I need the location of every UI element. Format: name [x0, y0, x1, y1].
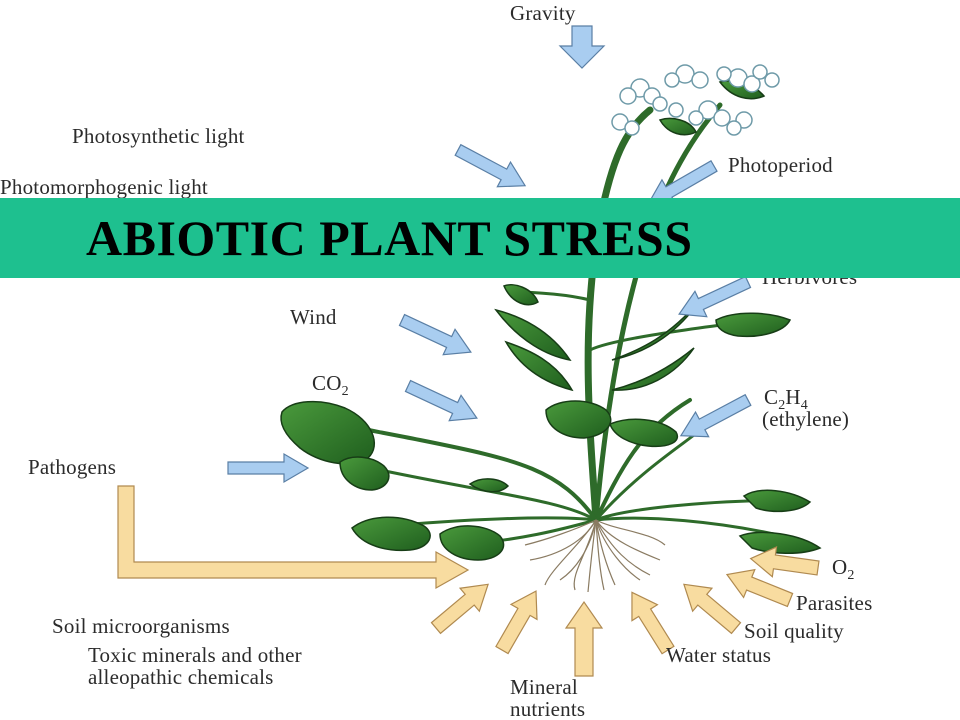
- label-soil-quality: Soil quality: [744, 619, 844, 643]
- soil-microorganisms-arrow: [430, 583, 489, 635]
- label-c2h4-h: H: [785, 385, 800, 409]
- label-photoperiod: Photoperiod: [728, 153, 833, 177]
- leaf: [439, 525, 505, 561]
- leaf: [280, 400, 376, 465]
- wind-arrow: [398, 313, 472, 356]
- above-ground-arrows: [227, 25, 752, 484]
- leaf: [504, 340, 574, 392]
- leaf: [468, 478, 510, 493]
- labels: Gravity Photosynthetic light Photomorpho…: [0, 1, 872, 720]
- leaf: [742, 489, 812, 513]
- label-o2-sub: 2: [847, 568, 854, 583]
- label-o2: O2: [832, 555, 855, 583]
- label-photomorphogenic-light: Photomorphogenic light: [0, 175, 208, 199]
- leaf: [658, 117, 698, 136]
- pathogens-arrow: [227, 452, 310, 484]
- leaf: [611, 347, 695, 391]
- photosynthetic-light-arrow: [454, 143, 527, 188]
- leaf: [494, 308, 572, 362]
- plant: [280, 64, 822, 593]
- label-mineral-line2: nutrients: [510, 697, 585, 720]
- label-ethylene: (ethylene): [762, 407, 849, 431]
- label-toxic-line2: alleopathic chemicals: [88, 665, 274, 689]
- below-ground-arrows: [117, 485, 820, 677]
- leaf: [545, 400, 612, 439]
- leaf: [715, 312, 792, 338]
- parasites-arrow: [725, 568, 794, 608]
- leaf: [502, 284, 539, 306]
- leaf: [738, 531, 822, 555]
- label-gravity: Gravity: [510, 1, 576, 25]
- label-co2: CO2: [312, 371, 349, 399]
- label-toxic-line1: Toxic minerals and other: [88, 643, 302, 667]
- label-c2h4-sub2: 4: [801, 398, 808, 413]
- plant-stems: [318, 102, 802, 547]
- plant-leaves: [280, 80, 822, 561]
- co2-arrow: [404, 379, 478, 422]
- label-co2-sub: 2: [342, 384, 349, 399]
- mineral-nutrients-arrow: [564, 600, 604, 677]
- o2-arrow: [749, 546, 820, 578]
- label-o2-main: O: [832, 555, 847, 579]
- leaf: [351, 516, 431, 552]
- label-mineral-line1: Mineral: [510, 675, 578, 699]
- label-co2-main: CO: [312, 371, 342, 395]
- label-soil-microorganisms: Soil microorganisms: [52, 614, 230, 638]
- banner-title: ABIOTIC PLANT STRESS: [86, 210, 693, 266]
- plant-flowers: [611, 64, 780, 136]
- label-c2h4: C2H4: [764, 385, 808, 413]
- label-c2h4-sub1: 2: [778, 398, 785, 413]
- plant-roots: [524, 519, 666, 593]
- label-wind: Wind: [290, 305, 337, 329]
- label-parasites: Parasites: [796, 591, 872, 615]
- gravity-arrow: [558, 25, 606, 69]
- label-c2h4-c: C: [764, 385, 778, 409]
- herbivores-arrow: [678, 275, 752, 318]
- leaf: [609, 418, 679, 448]
- soil-quality-arrow: [683, 583, 742, 635]
- soil-elbow-arrow: [117, 485, 470, 590]
- leaf: [339, 456, 390, 491]
- label-water-status: Water status: [666, 643, 771, 667]
- label-pathogens: Pathogens: [28, 455, 116, 479]
- ethylene-arrow: [679, 393, 752, 438]
- label-photosynthetic-light: Photosynthetic light: [72, 124, 245, 148]
- toxic-minerals-arrow: [495, 590, 538, 655]
- water-status-arrow: [631, 591, 675, 655]
- title-banner: ABIOTIC PLANT STRESS: [0, 198, 960, 278]
